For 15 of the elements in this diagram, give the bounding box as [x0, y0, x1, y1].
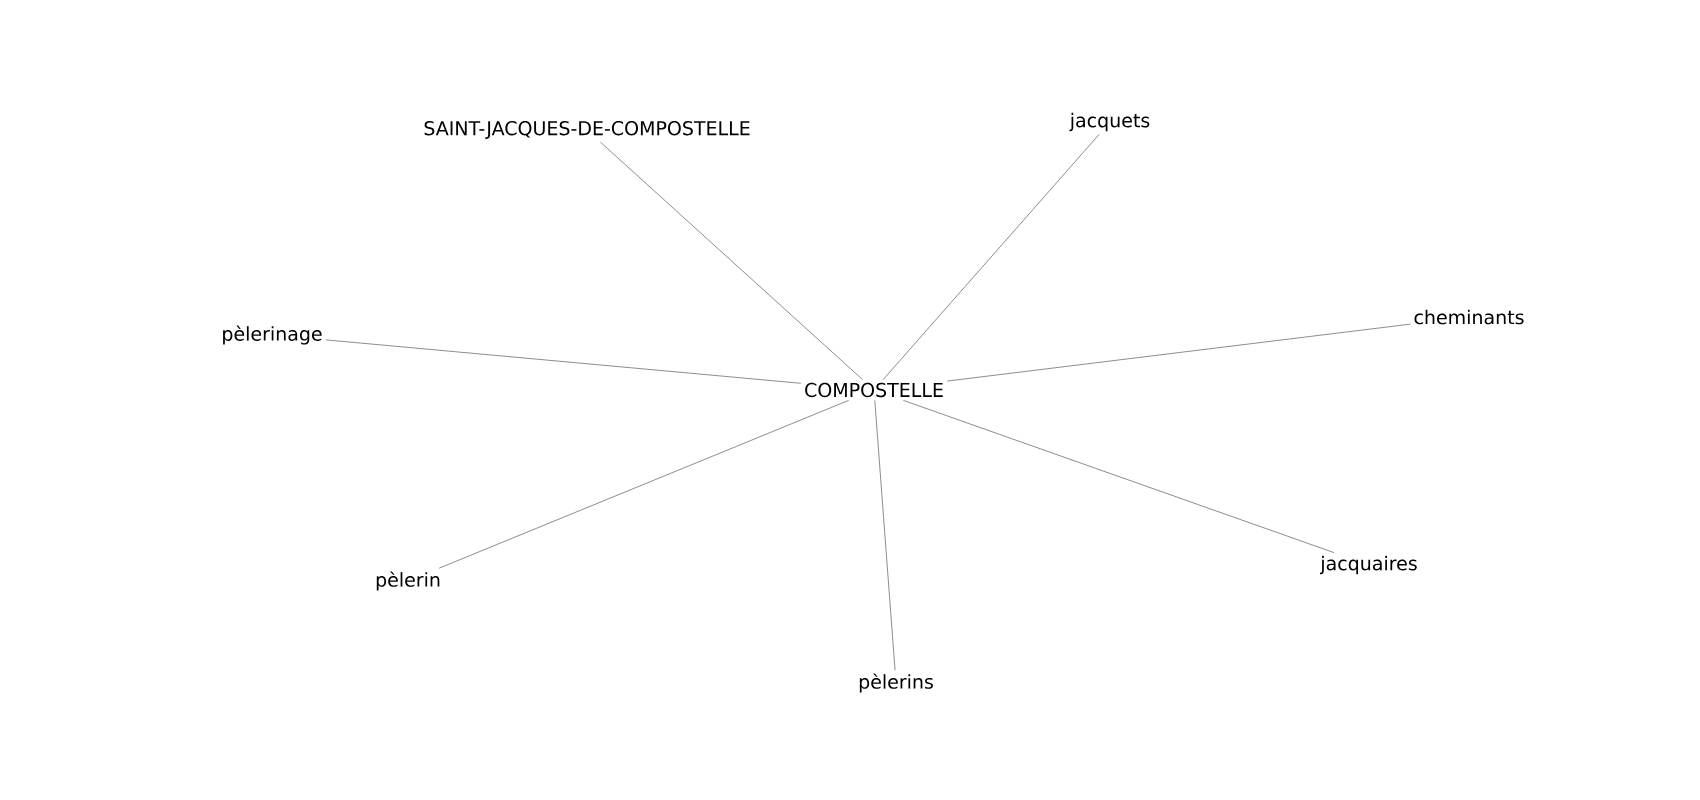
connector-line — [882, 133, 1100, 381]
connector-line — [902, 399, 1335, 554]
connector-line — [325, 339, 802, 384]
word-label: pèlerins — [859, 673, 933, 693]
connector-line — [874, 399, 896, 671]
word-label: jacquets — [1069, 112, 1150, 132]
word-label: pèlerinage — [223, 325, 322, 345]
connector-line — [599, 141, 864, 381]
connector-line — [438, 399, 850, 569]
word-label: SAINT-JACQUES-DE-COMPOSTELLE — [424, 121, 750, 139]
word-label: cheminants — [1414, 309, 1524, 325]
word-label: COMPOSTELLE — [805, 382, 943, 398]
connector-line — [946, 323, 1411, 382]
word-label: jacquaires — [1320, 555, 1417, 575]
word-label: pèlerin — [376, 571, 440, 591]
